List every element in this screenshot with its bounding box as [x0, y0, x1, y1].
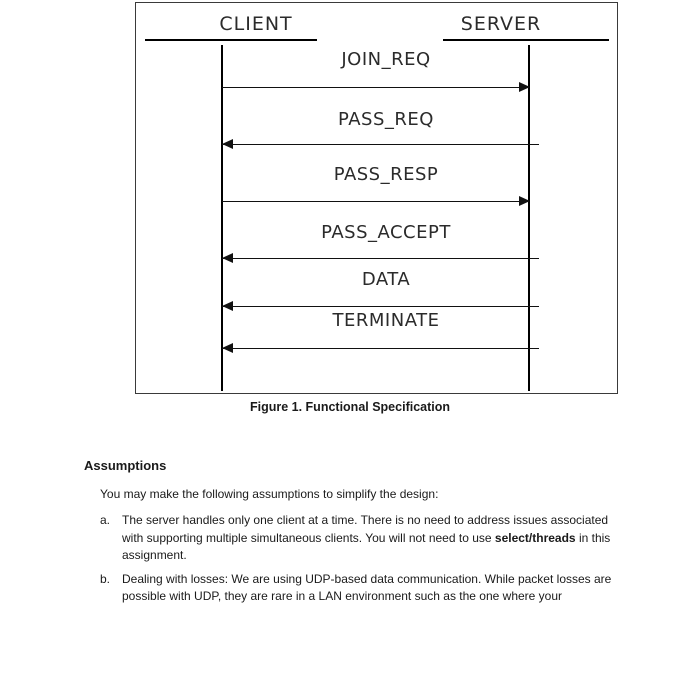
- list-item-marker: b.: [100, 571, 111, 586]
- message-label-data: DATA: [361, 269, 411, 290]
- message-arrow-pass-resp: [222, 201, 529, 202]
- list-item-text-after: in this assignment.: [122, 530, 611, 563]
- message-arrow-pass-accept: [222, 258, 539, 259]
- arrowhead-join-req: [519, 82, 530, 92]
- message-label-pass-req: PASS_REQ: [338, 109, 434, 130]
- client-header-rule: [145, 39, 317, 41]
- assumptions-intro: You may make the following assumptions t…: [100, 487, 439, 501]
- server-header-rule: [443, 39, 609, 41]
- list-item-text-bold: select/threads: [494, 530, 576, 545]
- arrowhead-data: [222, 301, 233, 311]
- lifeline-label-server: SERVER: [460, 13, 542, 35]
- message-label-join-req: JOIN_REQ: [341, 49, 431, 70]
- lifeline-label-client: CLIENT: [219, 13, 293, 35]
- arrowhead-terminate: [222, 343, 233, 353]
- assumptions-heading: Assumptions: [84, 458, 167, 473]
- figure-caption: Figure 1. Functional Specification: [249, 400, 451, 414]
- list-item: b. Dealing with losses: We are using UDP…: [100, 571, 620, 606]
- list-item-text: The server handles only one client at a …: [122, 512, 620, 565]
- message-label-pass-accept: PASS_ACCEPT: [321, 222, 451, 243]
- arrowhead-pass-resp: [519, 196, 530, 206]
- message-arrow-terminate: [222, 348, 539, 349]
- list-item-text-before: The server handles only one client at a …: [122, 513, 609, 545]
- list-item-marker: a.: [100, 513, 111, 527]
- list-item-text-before: Dealing with losses: We are using UDP-ba…: [122, 571, 612, 604]
- message-label-terminate: TERMINATE: [332, 310, 440, 331]
- client-lifeline: [221, 45, 223, 391]
- message-arrow-join-req: [222, 87, 529, 88]
- assumptions-list: a. The server handles only one client at…: [100, 512, 620, 612]
- figure-sequence-diagram: CLIENT SERVER JOIN_REQ PASS_REQ PASS_RES…: [135, 2, 618, 394]
- list-item: a. The server handles only one client at…: [100, 512, 620, 565]
- message-arrow-data: [222, 306, 539, 307]
- arrowhead-pass-req: [222, 139, 233, 149]
- message-label-pass-resp: PASS_RESP: [333, 164, 439, 185]
- list-item-text: Dealing with losses: We are using UDP-ba…: [122, 571, 620, 606]
- server-lifeline: [528, 45, 530, 391]
- arrowhead-pass-accept: [222, 253, 233, 263]
- message-arrow-pass-req: [222, 144, 539, 145]
